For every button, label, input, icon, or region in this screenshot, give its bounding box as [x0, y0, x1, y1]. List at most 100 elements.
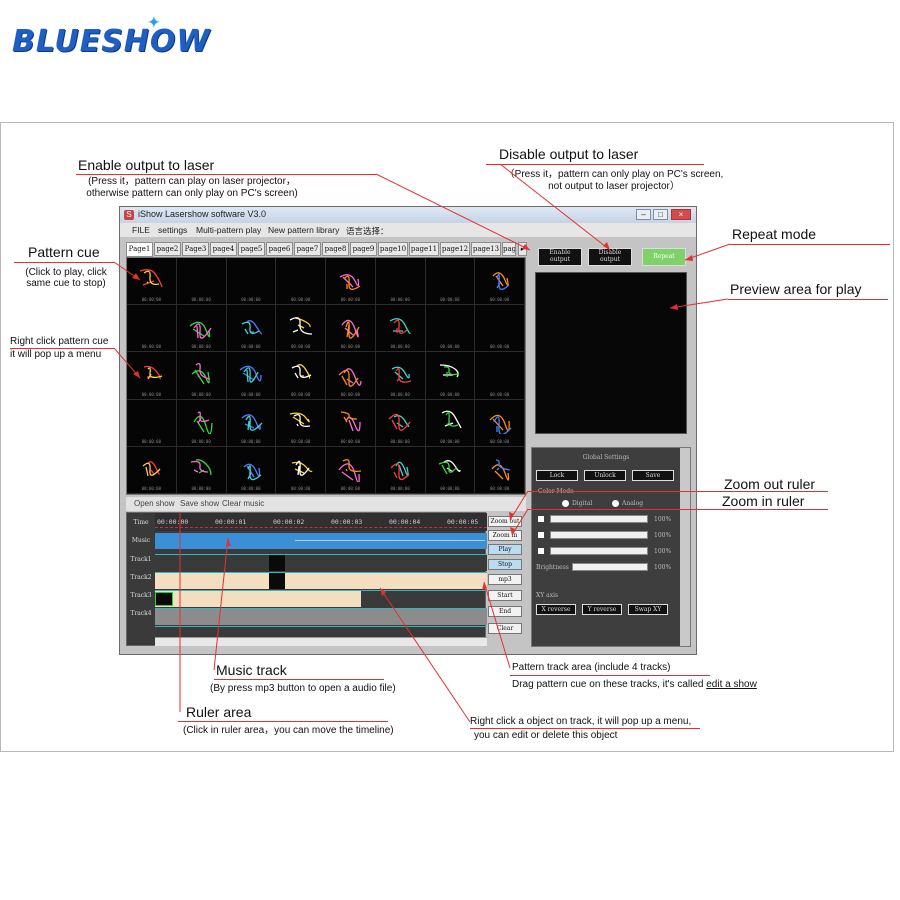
disable-output-button[interactable]: Disable output	[588, 248, 632, 266]
pattern-cue[interactable]: 00:00:00	[276, 399, 326, 447]
analog-radio[interactable]	[612, 500, 619, 507]
clear-music-link[interactable]: Clear music	[222, 499, 265, 508]
pattern-cue[interactable]: 00:00:00	[326, 399, 376, 447]
pattern-cue[interactable]: 00:00:00	[276, 352, 326, 400]
mp3-button[interactable]: mp3	[488, 574, 522, 585]
pattern-cue[interactable]: 00:00:00	[375, 399, 426, 447]
pattern-cue[interactable]: 00:00:00	[127, 258, 177, 306]
r-slider[interactable]	[550, 515, 648, 523]
pattern-cue[interactable]: 00:00:00	[425, 258, 476, 306]
pattern-cue[interactable]: 00:00:00	[176, 446, 227, 494]
pattern-cue[interactable]: 00:00:00	[276, 258, 326, 306]
track1[interactable]	[155, 555, 487, 571]
pattern-cue[interactable]: 00:00:00	[127, 352, 177, 400]
pattern-cue[interactable]: 00:00:00	[425, 446, 476, 494]
tab-page12[interactable]: page12	[440, 242, 470, 256]
tab-page4[interactable]: page4	[210, 242, 237, 256]
pattern-cue[interactable]: 00:00:00	[176, 399, 227, 447]
g-checkbox[interactable]	[538, 532, 544, 538]
pattern-cue[interactable]: 00:00:00	[127, 399, 177, 447]
pattern-cue[interactable]: 00:00:00	[425, 352, 476, 400]
pattern-cue[interactable]: 00:00:00	[375, 446, 426, 494]
zoom-out-button[interactable]: Zoom out	[488, 516, 522, 527]
close-button[interactable]: ×	[671, 209, 691, 220]
pattern-cue[interactable]: 00:00:00	[375, 352, 426, 400]
swap-xy-button[interactable]: Swap XY	[628, 604, 668, 615]
b-checkbox[interactable]	[538, 548, 544, 554]
tab-page13[interactable]: page13	[471, 242, 501, 256]
tab-page14[interactable]: page	[502, 242, 516, 256]
play-button[interactable]: Play	[488, 544, 522, 555]
pattern-cue[interactable]: 00:00:00	[276, 446, 326, 494]
stop-button[interactable]: Stop	[488, 559, 522, 570]
tab-page3[interactable]: Page3	[182, 242, 209, 256]
unlock-button[interactable]: Unlock	[584, 470, 626, 481]
g-slider[interactable]	[550, 531, 648, 539]
settings-scrollbar[interactable]	[680, 448, 690, 646]
pattern-cue[interactable]: 00:00:00	[326, 258, 376, 306]
maximize-button[interactable]: □	[653, 209, 668, 220]
pattern-cue[interactable]: 00:00:00	[226, 258, 277, 306]
enable-output-button[interactable]: Enable output	[538, 248, 582, 266]
tab-page1[interactable]: Page1	[126, 242, 153, 257]
pattern-cue[interactable]: 00:00:00	[326, 352, 376, 400]
tab-page6[interactable]: page6	[266, 242, 293, 256]
pattern-cue[interactable]: 00:00:00	[127, 305, 177, 353]
menu-settings[interactable]: settings	[158, 225, 188, 235]
pattern-cue[interactable]: 00:00:00	[226, 446, 277, 494]
tab-page10[interactable]: page10	[378, 242, 408, 256]
r-checkbox[interactable]	[538, 516, 544, 522]
pattern-cue[interactable]: 00:00:00	[226, 305, 277, 353]
track-object[interactable]	[269, 555, 285, 571]
pattern-cue[interactable]: 00:00:00	[475, 399, 525, 447]
tab-page7[interactable]: page7	[294, 242, 321, 256]
menu-multi-pattern-play[interactable]: Multi-pattern play	[196, 225, 262, 235]
pattern-cue[interactable]: 00:00:00	[425, 305, 476, 353]
pattern-cue[interactable]: 00:00:00	[375, 305, 426, 353]
save-show-link[interactable]: Save show	[180, 499, 220, 508]
pattern-cue[interactable]: 00:00:00	[176, 352, 227, 400]
pattern-cue[interactable]: 00:00:00	[326, 305, 376, 353]
track-object[interactable]	[155, 592, 173, 606]
lock-button[interactable]: Lock	[536, 470, 578, 481]
x-reverse-button[interactable]: X reverse	[536, 604, 576, 615]
pattern-cue[interactable]: 00:00:00	[475, 446, 525, 494]
tab-page8[interactable]: page8	[322, 242, 349, 256]
clear-button[interactable]: Clear	[488, 623, 522, 634]
menu-file[interactable]: FILE	[132, 225, 150, 235]
b-slider[interactable]	[550, 547, 648, 555]
pattern-cue[interactable]: 00:00:00	[326, 446, 376, 494]
repeat-button[interactable]: Repeat	[642, 248, 686, 266]
time-ruler[interactable]: 00:00:00 00:00:01 00:00:02 00:00:03 00:0…	[155, 513, 487, 531]
pattern-cue[interactable]: 00:00:00	[475, 352, 525, 400]
track3[interactable]	[155, 591, 361, 607]
pattern-cue[interactable]: 00:00:00	[276, 305, 326, 353]
save-settings-button[interactable]: Save	[632, 470, 674, 481]
end-button[interactable]: End	[488, 606, 522, 617]
track-object[interactable]	[269, 573, 285, 589]
track4[interactable]	[155, 609, 487, 625]
pattern-cue[interactable]: 00:00:00	[127, 446, 177, 494]
pattern-cue[interactable]: 00:00:00	[475, 305, 525, 353]
music-track[interactable]	[155, 533, 487, 549]
pattern-cue[interactable]: 00:00:00	[226, 399, 277, 447]
pattern-cue[interactable]: 00:00:00	[425, 399, 476, 447]
tab-page5[interactable]: page5	[238, 242, 265, 256]
y-reverse-button[interactable]: Y reverse	[582, 604, 622, 615]
pattern-cue[interactable]: 00:00:00	[176, 258, 227, 306]
track2[interactable]	[155, 573, 487, 589]
tab-page11[interactable]: page11	[409, 242, 439, 256]
pattern-cue[interactable]: 00:00:00	[375, 258, 426, 306]
minimize-button[interactable]: –	[636, 209, 651, 220]
menu-language[interactable]: 语言选择：	[346, 226, 389, 236]
digital-radio[interactable]	[562, 500, 569, 507]
pattern-cue[interactable]: 00:00:00	[475, 258, 525, 306]
tab-page9[interactable]: page9	[350, 242, 377, 256]
brightness-slider[interactable]	[572, 563, 648, 571]
timeline-scrollbar[interactable]	[155, 637, 487, 646]
zoom-in-button[interactable]: Zoom in	[488, 530, 522, 541]
pattern-cue[interactable]: 00:00:00	[176, 305, 227, 353]
open-show-link[interactable]: Open show	[134, 499, 175, 508]
tab-page2[interactable]: page2	[154, 242, 181, 256]
menu-new-pattern-library[interactable]: New pattern library	[268, 225, 340, 235]
